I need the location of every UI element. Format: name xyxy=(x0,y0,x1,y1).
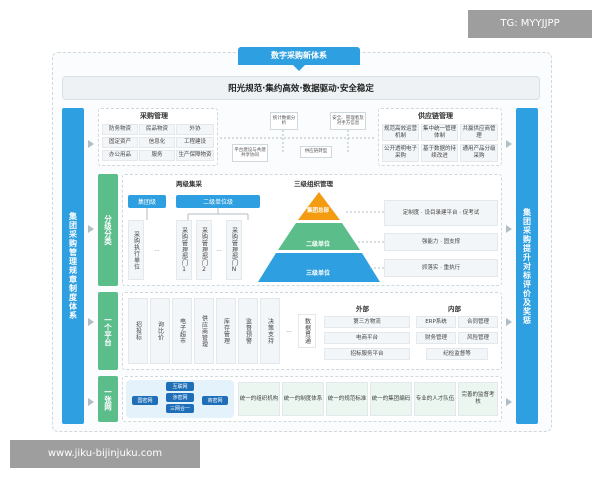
arrow-left-2 xyxy=(88,225,94,233)
platform-module: 监督预警 xyxy=(238,298,258,364)
supply-chain-item: 共赢供应商管理 xyxy=(460,124,498,141)
flow-box-security: 安全、管理者及对手方信息 xyxy=(330,112,366,130)
cloud-three-in-one: 三网合一 xyxy=(166,404,194,413)
internal-item: 纪检监督等 xyxy=(426,348,488,360)
exec-unit: 采购执行单位 xyxy=(128,220,144,280)
procurement-item: 工程建设 xyxy=(176,137,214,148)
network-label: 一张网 xyxy=(98,376,118,422)
flow-box-stats: 统计数据分析 xyxy=(270,112,298,130)
two-level-title: 两级集采 xyxy=(176,180,202,188)
group-level-box: 集团级 xyxy=(128,195,166,208)
three-level-title: 三级组织管理 xyxy=(294,180,333,188)
page-title: 数字采购新体系 xyxy=(238,47,360,71)
internal-item: ERP系统 xyxy=(416,316,456,328)
unified-item: 统一的规范标准 xyxy=(326,382,368,416)
tier-note-top: 定制度 · 设目录建平台 · 促考试 xyxy=(384,200,498,226)
supply-chain-item: 公开透明电子采购 xyxy=(382,144,419,162)
supply-chain-item: 规范高效运营机制 xyxy=(382,124,419,141)
platform-module: 询比价 xyxy=(150,298,170,364)
watermark-bottom-left: www.jiku-bijinjuku.com xyxy=(10,440,200,468)
procurement-item: 生产保障物资 xyxy=(176,150,214,161)
data-link: 数据贯通 xyxy=(298,314,316,348)
left-regulation-bar: 集团采购管理规章制度体系 xyxy=(62,108,84,424)
pyramid xyxy=(258,192,380,282)
supply-chain-item: 集中统一管理体制 xyxy=(421,124,458,141)
tier-note-mid: 强能力 · 固支撑 xyxy=(384,233,498,251)
dept-2: 采购管理部门2 xyxy=(196,220,212,280)
cloud-shangmi: 商密网 xyxy=(202,396,228,405)
right-evaluation-bar: 集团采购提升对标评价及奖惩 xyxy=(516,108,538,424)
supply-chain-title: 供应链管理 xyxy=(418,112,453,120)
unified-item: 统一的组织机构 xyxy=(238,382,280,416)
procurement-item: 信息化 xyxy=(139,137,175,148)
external-item: 电商平台 xyxy=(324,332,410,344)
cloud-internet: 互联网 xyxy=(166,382,194,391)
tier-label: 分级分类 xyxy=(98,174,118,286)
procurement-item: 外协 xyxy=(176,124,214,135)
platform-module: 决策支持 xyxy=(260,298,280,364)
platform-ellipsis: … xyxy=(286,327,292,334)
procurement-item: 办公用品 xyxy=(102,150,138,161)
arrow-left-4 xyxy=(88,398,94,406)
pyramid-mid-label: 二级单位 xyxy=(305,241,330,248)
arrow-right-3 xyxy=(506,318,512,326)
unified-item: 完善的监督考核 xyxy=(458,382,498,416)
watermark-top-right: TG: MYYJJPP xyxy=(468,10,592,38)
supply-chain-item: 基于数据的持续改进 xyxy=(421,144,458,162)
tier-lines xyxy=(146,208,249,220)
second-level-box: 二级单位级 xyxy=(176,195,260,208)
dept-1: 采购管理部门1 xyxy=(176,220,192,280)
arrow-left-1 xyxy=(88,140,94,148)
procurement-item: 防务物资 xyxy=(102,124,138,135)
pyramid-mid xyxy=(278,223,360,250)
slogan-bar: 阳光规范·集约高效·数据驱动·安全稳定 xyxy=(62,76,540,100)
unified-item: 统一的制度体系 xyxy=(282,382,324,416)
procurement-item: 固定资产 xyxy=(102,137,138,148)
procurement-item: 服务 xyxy=(139,150,175,161)
flow-box-platform: 平台建设与共建共享协同 xyxy=(232,144,268,162)
exec-ellipsis: … xyxy=(154,246,160,253)
arrow-right-1 xyxy=(506,140,512,148)
tier-note-bottom: 抓落实 · 重执行 xyxy=(384,259,498,277)
cloud-guomi: 国密网 xyxy=(132,396,158,405)
unified-item: 统一的集团编码 xyxy=(370,382,412,416)
unified-item: 专业的人才队伍 xyxy=(414,382,456,416)
flow-box-supply: 供应链转型 xyxy=(300,146,332,158)
external-item: 招标服务平台 xyxy=(324,348,410,360)
pyramid-top-label: 集团总部 xyxy=(306,208,329,214)
cloud-shemi: 涉密网 xyxy=(166,393,194,402)
internal-item: 财务管理 xyxy=(416,332,456,344)
internal-item: 合同管理 xyxy=(458,316,498,328)
pyramid-top xyxy=(298,192,340,220)
platform-label: 一个平台 xyxy=(98,292,118,370)
arrow-left-3 xyxy=(88,318,94,326)
internal-title: 内部 xyxy=(448,305,461,313)
platform-module: 招投标 xyxy=(128,298,148,364)
network-cloud: 互联网 国密网 涉密网 商密网 三网合一 xyxy=(126,380,234,418)
pyramid-bottom xyxy=(258,253,380,282)
dept-ellipsis: … xyxy=(216,246,222,253)
external-item: 第三方物流 xyxy=(324,316,410,328)
internal-item: 风险管理 xyxy=(458,332,498,344)
supply-chain-item: 通用产品分级采购 xyxy=(460,144,498,162)
procurement-item: 民品物资 xyxy=(139,124,175,135)
platform-module: 电子超市 xyxy=(172,298,192,364)
external-title: 外部 xyxy=(356,305,369,313)
platform-module: 库存管理 xyxy=(216,298,236,364)
pyramid-bottom-label: 三级单位 xyxy=(305,270,330,277)
pyramid-leaders xyxy=(346,211,384,269)
platform-module: 供应商管理 xyxy=(194,298,214,364)
arrow-right-2 xyxy=(506,225,512,233)
procurement-title: 采购管理 xyxy=(140,112,168,120)
dept-n: 采购管理部门N xyxy=(226,220,242,280)
arrow-right-4 xyxy=(506,398,512,406)
